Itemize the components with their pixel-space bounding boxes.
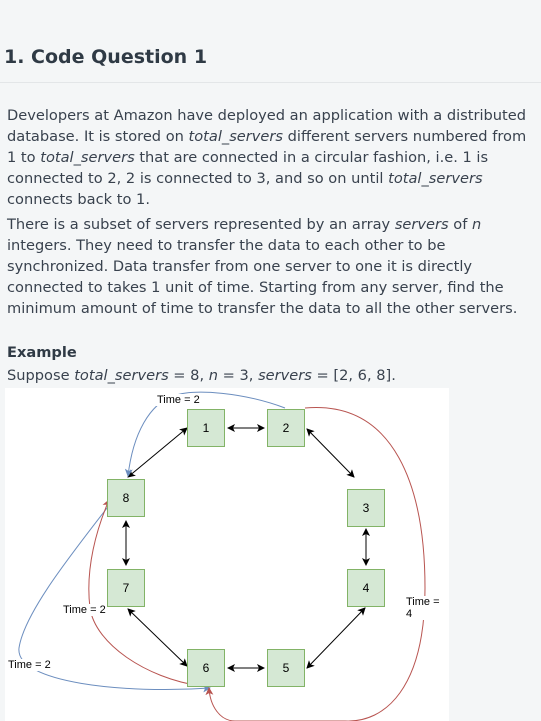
- text: that are connected in a circular fashion…: [7, 149, 489, 187]
- text: connects back to 1.: [7, 191, 150, 208]
- question-header: 1. Code Question 1: [0, 0, 541, 83]
- server-node-2: 2: [267, 409, 305, 447]
- server-node-7: 7: [107, 569, 145, 607]
- time-label-left-outer: Time = 2: [7, 659, 52, 671]
- text: There is a subset of servers represented…: [7, 216, 395, 233]
- edge-8-1: [127, 427, 188, 478]
- transfer-2-to-6-curve: [205, 407, 426, 721]
- question-title: 1. Code Question 1: [4, 46, 208, 68]
- var-n: n: [471, 216, 482, 233]
- time-label-left-inner: Time = 2: [62, 604, 107, 616]
- edge-6-7: [127, 608, 188, 667]
- server-node-1: 1: [187, 409, 225, 447]
- server-node-6: 6: [187, 649, 225, 687]
- time-label-right: Time = 4: [405, 596, 449, 620]
- var-n: n: [208, 367, 218, 384]
- problem-description: Developers at Amazon have deployed an ap…: [7, 105, 539, 210]
- time-label-top: Time = 2: [156, 394, 201, 406]
- var-total-servers: total_servers: [74, 367, 169, 384]
- diagram-connectors: [18, 391, 426, 721]
- example-statement: Suppose total_servers = 8, n = 3, server…: [7, 367, 396, 384]
- transfer-8-to-6-curve: [18, 486, 211, 693]
- edge-2-3: [306, 428, 355, 478]
- text: = [2, 6, 8].: [311, 367, 396, 384]
- server-node-8: 8: [107, 479, 145, 517]
- text: of: [448, 216, 472, 233]
- server-node-4: 4: [347, 569, 385, 607]
- var-total-servers: total_servers: [188, 128, 283, 145]
- example-heading: Example: [7, 344, 77, 361]
- var-servers: servers: [258, 367, 312, 384]
- text: different servers numbered from 1 to: [7, 128, 527, 166]
- var-total-servers: total_servers: [40, 149, 135, 166]
- edge-4-5: [306, 607, 366, 669]
- problem-task: There is a subset of servers represented…: [7, 214, 539, 319]
- server-node-5: 5: [267, 649, 305, 687]
- server-node-3: 3: [347, 489, 385, 527]
- text: integers. They need to transfer the data…: [7, 237, 518, 317]
- server-ring-diagram: 1 2 3 4 5 6 7 8 Time = 2 Time = 2 Time =…: [5, 388, 449, 721]
- text: = 8,: [168, 367, 209, 384]
- text: = 3,: [218, 367, 259, 384]
- var-total-servers: total_servers: [388, 170, 483, 187]
- text: Suppose: [7, 367, 75, 384]
- var-servers: servers: [394, 216, 449, 233]
- text: Developers at Amazon have deployed an ap…: [7, 107, 527, 145]
